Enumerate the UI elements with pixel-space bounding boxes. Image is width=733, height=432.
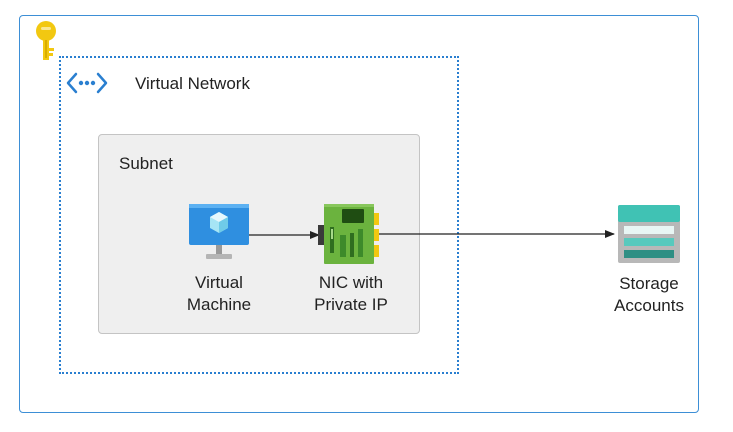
virtual-machine-icon [189, 204, 249, 262]
virtual-network-icon [66, 72, 108, 94]
nic-label: NIC with Private IP [291, 272, 411, 316]
outer-boundary [19, 15, 699, 413]
virtual-network-boundary [59, 56, 459, 374]
key-icon [33, 20, 59, 62]
virtual-machine-label: Virtual Machine [169, 272, 269, 316]
virtual-network-label: Virtual Network [135, 74, 250, 93]
storage-accounts-label: Storage Accounts [599, 273, 699, 317]
virtual-machine-label-line2: Machine [186, 295, 252, 314]
storage-accounts-label-line2: Accounts [614, 296, 684, 315]
storage-accounts-icon [618, 205, 680, 263]
nic-label-line2: Private IP [314, 295, 388, 314]
nic-label-line1: NIC with [318, 273, 384, 292]
virtual-machine-label-line1: Virtual [195, 273, 243, 292]
subnet-label: Subnet [119, 154, 173, 173]
storage-accounts-label-line1: Storage [619, 274, 679, 293]
nic-icon [318, 203, 380, 265]
